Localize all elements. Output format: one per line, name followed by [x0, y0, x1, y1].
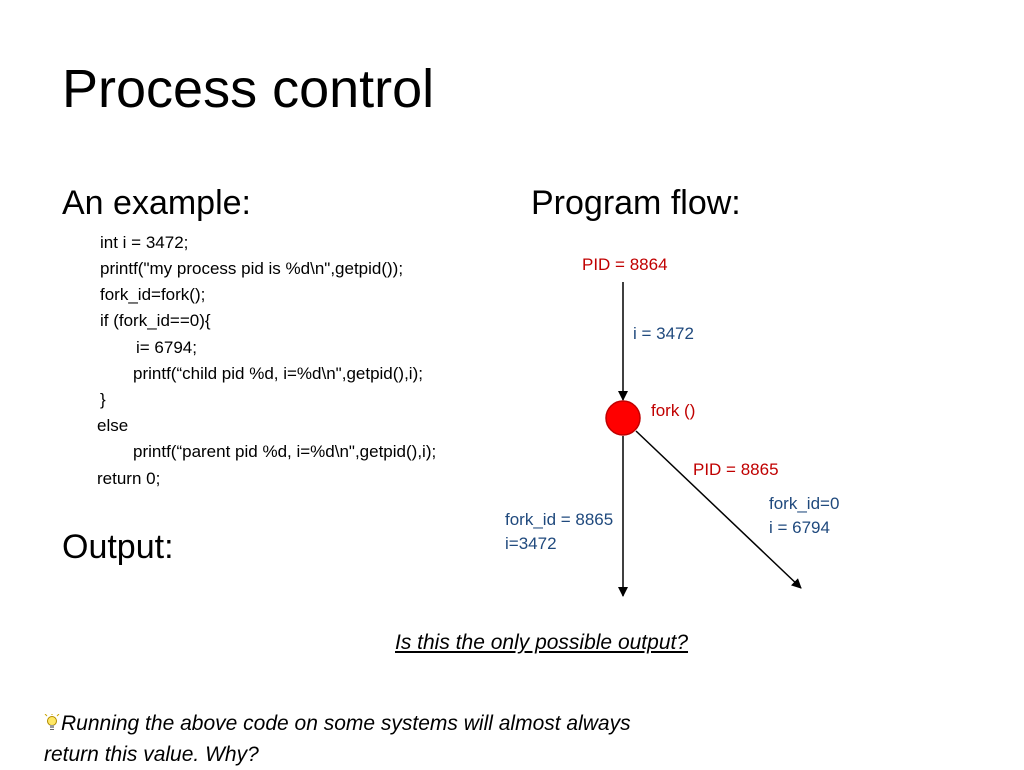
program-flow-heading: Program flow: — [531, 184, 741, 222]
code-line: else — [97, 416, 129, 435]
code-line: if (fork_id==0){ — [100, 311, 211, 330]
lightbulb-icon — [44, 714, 60, 730]
code-line: printf("my process pid is %d\n",getpid()… — [100, 259, 404, 278]
example-heading: An example: — [62, 184, 251, 222]
note-text: Running the above code on some systems w… — [44, 712, 631, 766]
child-pid-label: PID = 8865 — [693, 460, 779, 479]
child-branch-label: fork_id=0 i = 6794 — [769, 494, 840, 537]
code-line: return 0; — [97, 469, 161, 488]
fork-node — [605, 400, 641, 436]
parent-pid-label: PID = 8864 — [582, 255, 668, 274]
code-line: i= 6794; — [136, 338, 197, 357]
initial-i-label: i = 3472 — [633, 324, 694, 343]
parent-branch-label: fork_id = 8865 i=3472 — [505, 510, 614, 553]
flow-arrow-child-branch — [635, 430, 802, 589]
fork-label: fork () — [651, 401, 696, 420]
output-heading: Output: — [62, 528, 174, 566]
code-line: int i = 3472; — [100, 233, 189, 252]
question-text: Is this the only possible output? — [395, 631, 689, 654]
note: Running the above code on some systems w… — [44, 708, 644, 770]
code-line: fork_id=fork(); — [100, 285, 206, 304]
code-line: printf(“child pid %d, i=%d\n",getpid(),i… — [133, 364, 423, 383]
code-line: } — [100, 390, 106, 409]
code-line: printf(“parent pid %d, i=%d\n",getpid(),… — [133, 442, 437, 461]
slide-title: Process control — [62, 59, 435, 119]
